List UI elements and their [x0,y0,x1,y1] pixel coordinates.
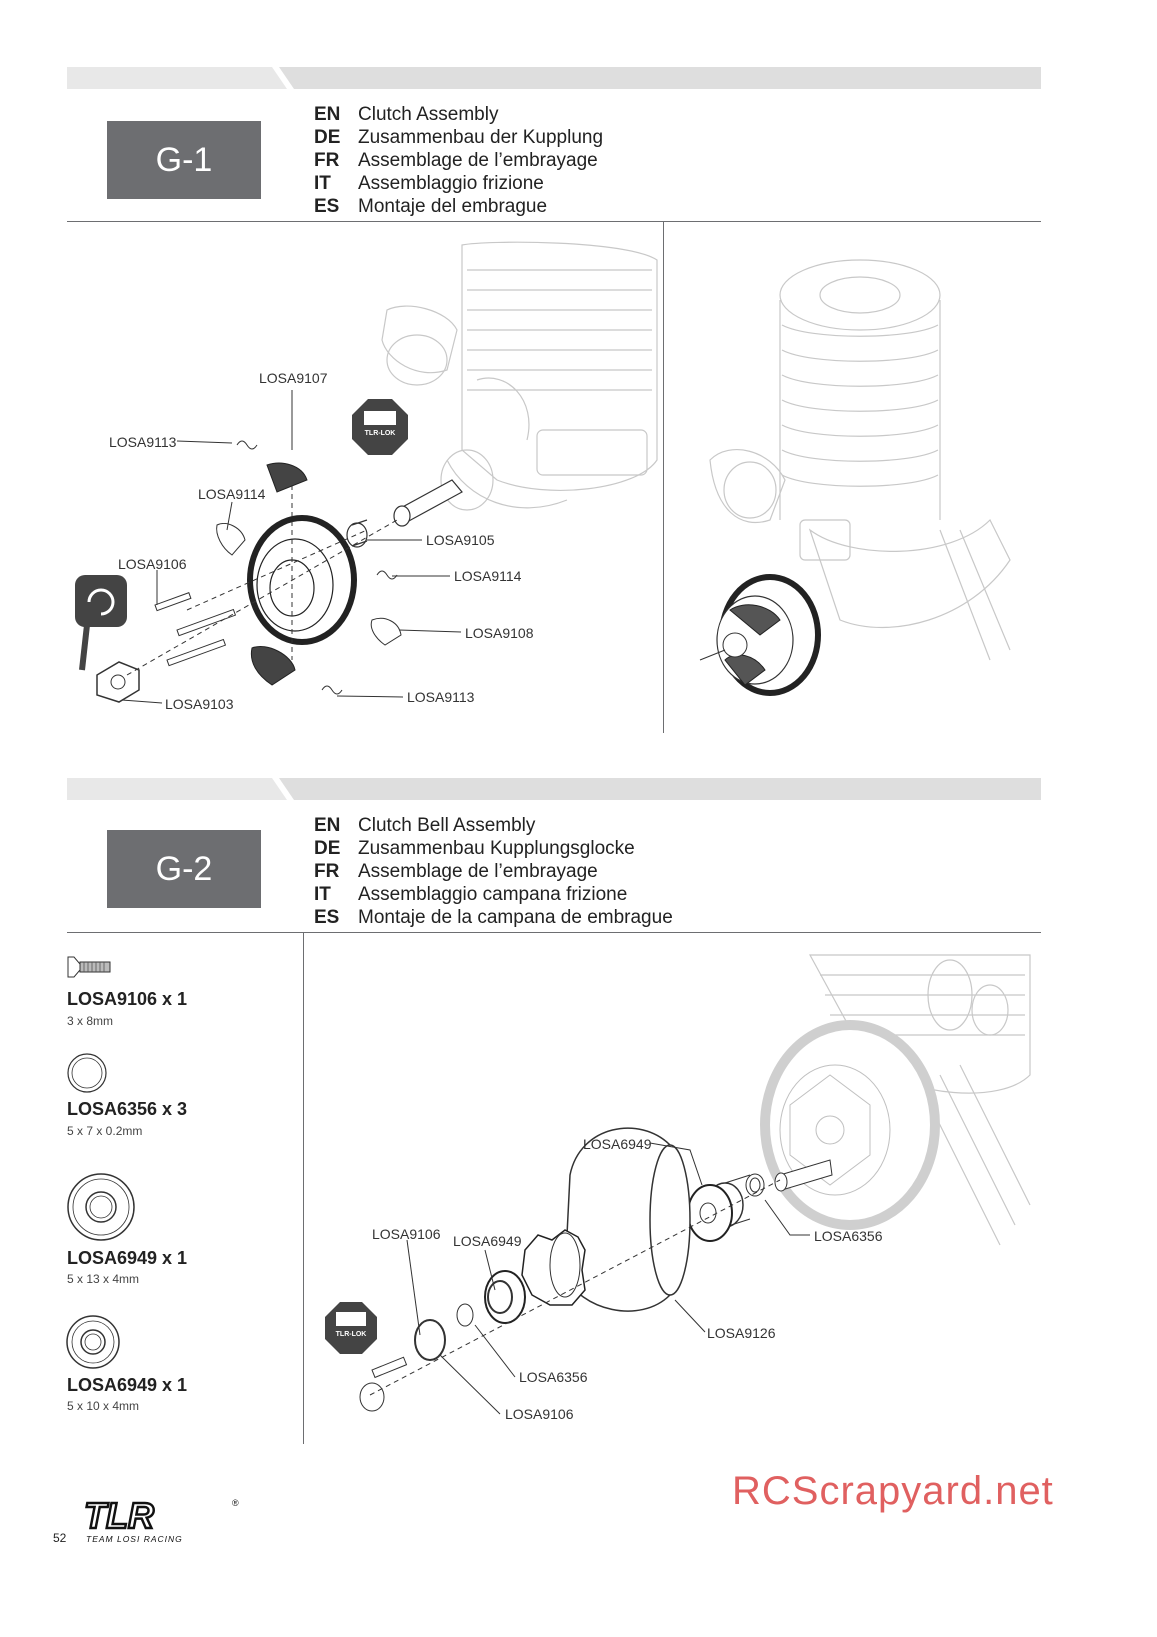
part-size-1: 3 x 8mm [67,1014,114,1028]
vertical-divider-g2 [303,932,304,1444]
callout-losa9106-bottom: LOSA9106 [505,1406,574,1422]
section-banner-g1 [67,67,1041,89]
part-name-4: LOSA6949 x 1 [67,1375,188,1395]
callout-losa9108: LOSA9108 [465,625,534,641]
callout-losa9106-top: LOSA9106 [372,1226,441,1242]
callout-losa9114-right: LOSA9114 [454,568,522,584]
svg-text:TLR: TLR [84,1496,154,1536]
bearing-large-icon [67,1173,135,1241]
assembled-engine-diagram [699,259,1011,696]
svg-text:TLR-LOK: TLR-LOK [365,430,396,437]
part-size-2: 5 x 7 x 0.2mm [67,1124,143,1138]
vertical-divider-g1 [663,221,664,733]
callout-losa9114-left: LOSA9114 [198,486,266,502]
callout-losa9107: LOSA9107 [259,370,328,386]
callout-losa9126: LOSA9126 [707,1325,776,1341]
callout-losa9106: LOSA9106 [118,556,187,572]
svg-text:®: ® [232,1498,239,1508]
page-number: 52 [53,1531,67,1545]
divider-g2 [67,932,1041,933]
callout-losa9105: LOSA9105 [426,532,495,548]
tlr-lok-icon: TLR-LOK [352,399,408,455]
callout-losa6356-right: LOSA6356 [814,1228,883,1244]
callout-losa9103: LOSA9103 [165,696,234,712]
section-banner-g2 [67,778,1041,800]
bearing-small-icon [66,1315,120,1369]
part-size-4: 5 x 10 x 4mm [67,1399,140,1413]
divider-g1 [67,221,1041,222]
callout-losa9113-top: LOSA9113 [109,434,177,450]
screw-icon [67,956,111,978]
watermark: RCScrapyard.net [732,1469,1054,1513]
callout-losa9113-bottom: LOSA9113 [407,689,475,705]
svg-text:TLR-LOK: TLR-LOK [336,1331,367,1338]
callout-losa6949-top: LOSA6949 [583,1136,652,1152]
part-size-3: 5 x 13 x 4mm [67,1272,140,1286]
callout-losa6356-bottom: LOSA6356 [519,1369,588,1385]
shim-icon [67,1053,107,1093]
callout-losa6949-mid: LOSA6949 [453,1233,522,1249]
step-label-g1: G-1 [107,121,261,199]
part-name-1: LOSA9106 x 1 [67,989,188,1009]
part-name-3: LOSA6949 x 1 [67,1248,188,1268]
clutch-exploded-diagram [75,241,658,704]
part-name-2: LOSA6356 x 3 [67,1099,188,1119]
tlr-lok-icon: TLR-LOK [325,1302,377,1354]
clutch-bell-exploded-diagram [359,954,1031,1415]
brand-logo: TLR ® TEAM LOSI RACING [82,1494,242,1546]
svg-text:TEAM LOSI RACING: TEAM LOSI RACING [86,1534,183,1544]
step-label-g2: G-2 [107,830,261,908]
